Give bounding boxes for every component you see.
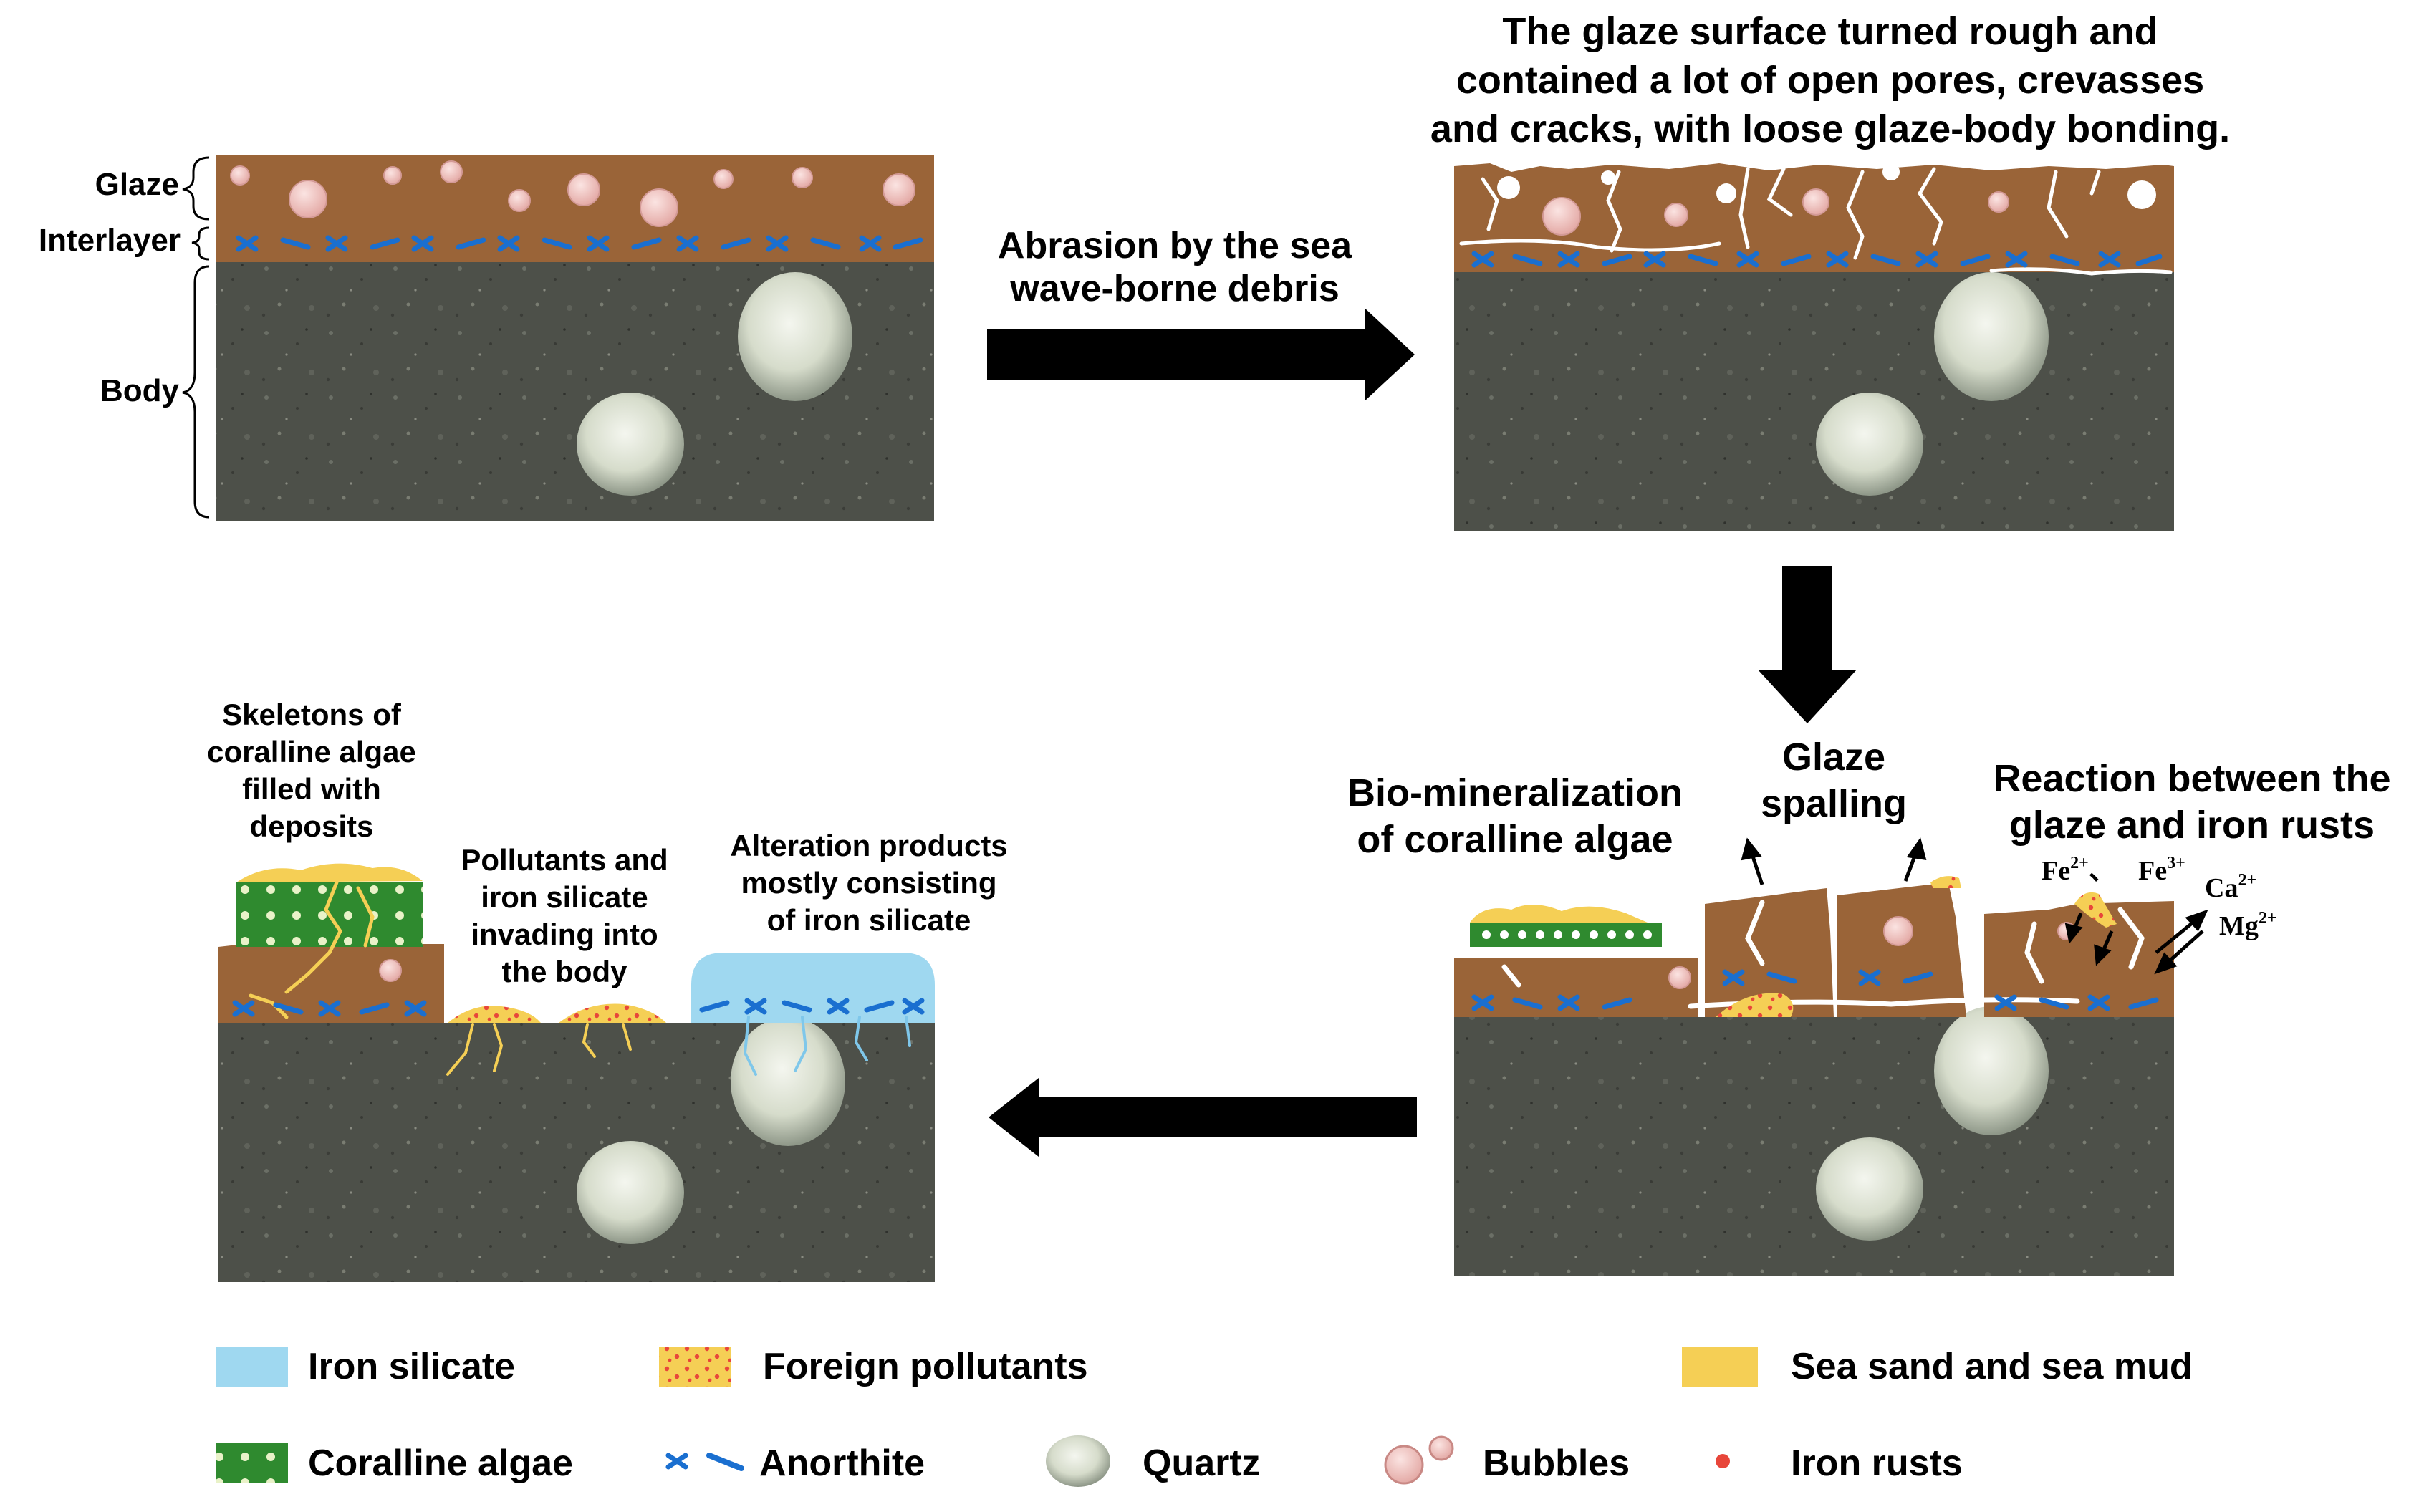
legend-anorthite-swatch [668, 1453, 744, 1471]
label-glaze: Glaze [95, 167, 179, 202]
skeletons-line3: filled with [242, 772, 381, 806]
abrasion-label-line1: Abrasion by the sea [998, 225, 1352, 266]
ion-mg: Mg [2219, 911, 2259, 941]
svg-text:Ca2+: Ca2+ [2205, 871, 2256, 903]
ion-fe3: Fe [2138, 856, 2167, 886]
skeletons-line4: deposits [250, 809, 374, 843]
ion-ca-charge: 2+ [2238, 871, 2256, 890]
biomineralization-line1: Bio-mineralization [1347, 771, 1683, 814]
svg-text:Fe3+: Fe3+ [2138, 854, 2185, 886]
reaction-line1: Reaction between the [1993, 757, 2390, 800]
ion-separator: 、 [2089, 856, 2116, 886]
ion-fe2-charge: 2+ [2070, 854, 2089, 872]
skeletons-line1: Skeletons of [222, 698, 402, 731]
stage-3-weathering: Bio-mineralization of coralline algae Gl… [1347, 736, 2391, 1276]
stage-1-original: Glaze Interlayer Body [39, 155, 934, 521]
arrow-left [989, 1078, 1417, 1157]
pollutants-line2: iron silicate [481, 880, 648, 914]
legend-iron-rusts-swatch [1716, 1454, 1730, 1468]
ion-ca: Ca [2205, 873, 2238, 903]
legend-coralline-algae: Coralline algae [308, 1443, 573, 1484]
arrow-down [1758, 566, 1857, 723]
ion-fe3-charge: 3+ [2167, 854, 2185, 872]
arrow-abrasion: Abrasion by the sea wave-borne debris [987, 225, 1415, 401]
legend-iron-silicate-swatch [216, 1347, 288, 1387]
stage-2-abraded: The glaze surface turned rough and conta… [1430, 10, 2230, 531]
legend-foreign-pollutants-swatch [659, 1347, 731, 1387]
biomineralization-line2: of coralline algae [1357, 818, 1673, 861]
abrasion-label-line2: wave-borne debris [1009, 268, 1339, 309]
stage2-caption-line1: The glaze surface turned rough and [1502, 10, 2158, 53]
stage2-caption-line3: and cracks, with loose glaze-body bondin… [1430, 107, 2230, 150]
legend-quartz-swatch [1046, 1435, 1110, 1487]
legend: Iron silicate Foreign pollutants Sea san… [216, 1346, 2193, 1487]
svg-text:Fe2+、: Fe2+、 [2042, 854, 2116, 886]
legend-bubbles: Bubbles [1483, 1443, 1630, 1484]
legend-sea-sand-swatch [1682, 1347, 1758, 1387]
pollutants-line4: the body [502, 955, 628, 988]
spalling-line1: Glaze [1782, 736, 1885, 779]
pollutants-line3: invading into [471, 918, 658, 951]
legend-coralline-algae-swatch [216, 1443, 288, 1483]
reaction-line2: glaze and iron rusts [2009, 804, 2375, 847]
legend-sea-sand: Sea sand and sea mud [1791, 1346, 2193, 1387]
label-body: Body [100, 373, 180, 408]
stage-4-final: Skeletons of coralline algae filled with… [207, 698, 1008, 1282]
legend-iron-silicate: Iron silicate [308, 1346, 515, 1387]
alteration-line1: Alteration products [730, 829, 1007, 862]
legend-anorthite: Anorthite [759, 1443, 925, 1484]
stage2-caption-line2: contained a lot of open pores, crevasses [1456, 59, 2204, 102]
ion-fe2: Fe [2042, 856, 2070, 886]
pollutants-line1: Pollutants and [461, 843, 668, 877]
legend-bubbles-swatch [1384, 1435, 1454, 1485]
legend-quartz: Quartz [1143, 1443, 1261, 1484]
legend-iron-rusts: Iron rusts [1791, 1443, 1963, 1484]
ion-mg-charge: 2+ [2259, 909, 2277, 928]
alteration-line3: of iron silicate [767, 903, 971, 937]
alteration-line2: mostly consisting [741, 866, 996, 900]
svg-text:Mg2+: Mg2+ [2219, 909, 2277, 941]
skeletons-line2: coralline algae [207, 735, 416, 769]
label-interlayer: Interlayer [39, 223, 181, 258]
spalling-line2: spalling [1761, 782, 1907, 825]
legend-foreign-pollutants: Foreign pollutants [763, 1346, 1088, 1387]
